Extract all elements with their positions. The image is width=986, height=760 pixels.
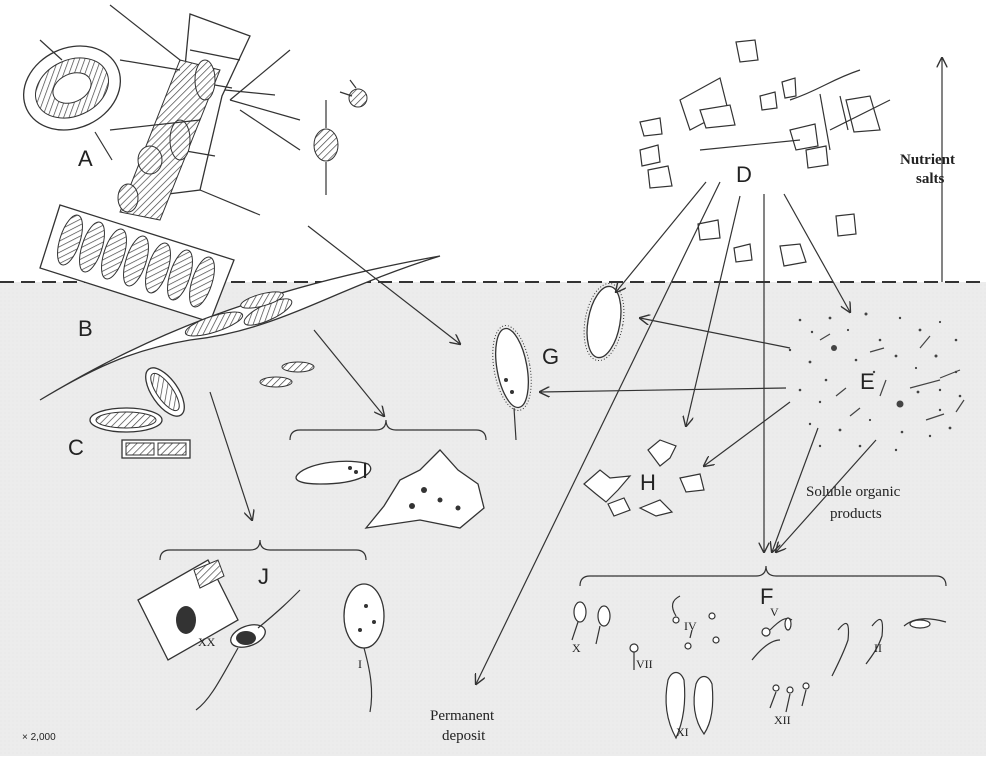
diatom-ring-a [10, 31, 134, 146]
roman-xii: XII [774, 713, 791, 727]
roman-iv: IV [684, 619, 697, 633]
label-e: E [860, 369, 875, 394]
small-diatom [314, 80, 367, 195]
label-a: A [78, 146, 93, 171]
roman-xi: XI [676, 725, 689, 739]
label-i: I [362, 458, 368, 483]
soluble-label-line2: products [830, 506, 882, 522]
roman-v: V [770, 605, 779, 619]
roman-xx: XX [198, 635, 216, 649]
label-b: B [78, 316, 93, 341]
detritus-cluster-d [640, 40, 890, 266]
label-g: G [542, 344, 559, 369]
roman-i: I [358, 657, 362, 671]
label-h: H [640, 470, 656, 495]
nutrient-label-line1: Nutrient [900, 152, 955, 168]
label-j: J [258, 564, 269, 589]
label-c: C [68, 435, 84, 460]
roman-x: X [572, 641, 581, 655]
soluble-label-line1: Soluble organic [806, 484, 901, 500]
roman-vii: VII [636, 657, 653, 671]
diatom-ribbon-a [118, 14, 250, 220]
nutrient-label-line2: salts [916, 171, 945, 187]
scale-label: × 2,000 [22, 732, 56, 743]
label-d: D [736, 162, 752, 187]
permanent-label-line2: deposit [442, 728, 486, 744]
roman-ii: II [874, 641, 882, 655]
permanent-label-line1: Permanent [430, 708, 495, 724]
